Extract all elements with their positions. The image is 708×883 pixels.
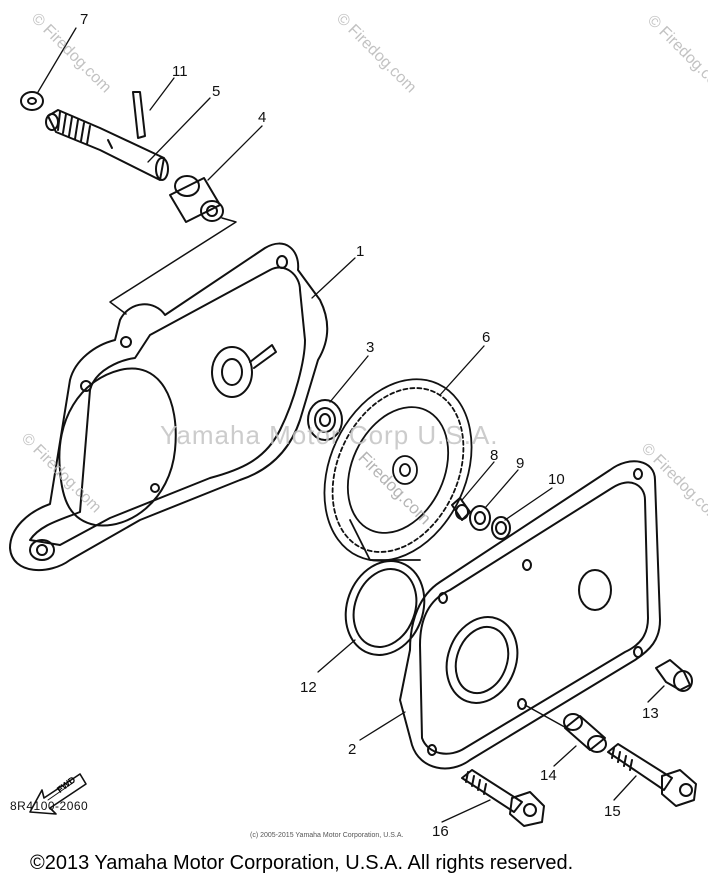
part-9-washer	[469, 505, 491, 531]
part-13-bolt	[655, 659, 693, 692]
label-part-8: 8	[490, 447, 499, 464]
part-11-pin	[132, 91, 146, 139]
part-14-dowel	[563, 713, 607, 753]
label-part-10: 10	[548, 471, 565, 488]
small-credit: (c) 2005-2015 Yamaha Motor Corporation, …	[250, 832, 404, 839]
label-part-15: 15	[604, 803, 621, 820]
leader-lines	[37, 27, 665, 823]
part-2-cover	[399, 460, 661, 770]
part-12-o-ring	[344, 560, 426, 656]
diagram-part-code: 8R4100-2060	[10, 799, 89, 813]
part-7-washer	[20, 91, 44, 111]
label-part-11: 11	[172, 63, 188, 80]
part-10-circlip	[491, 516, 511, 540]
label-part-14: 14	[540, 767, 557, 784]
part-4-collar	[169, 175, 224, 223]
label-part-16: 16	[432, 823, 449, 840]
label-part-2: 2	[348, 741, 357, 758]
label-part-5: 5	[212, 83, 221, 100]
part-3-seal	[307, 399, 343, 441]
label-part-7: 7	[80, 11, 89, 28]
fwd-arrow-icon	[29, 773, 87, 815]
label-part-12: 12	[300, 679, 317, 696]
part-16-bolt	[461, 769, 545, 827]
part-5-shaft	[45, 109, 169, 181]
part-1-cover	[9, 242, 329, 572]
label-part-9: 9	[516, 455, 525, 472]
watermark-center: Yamaha Motor Corp U.S.A.	[160, 420, 499, 450]
part-6-gear	[323, 378, 473, 562]
label-part-4: 4	[258, 109, 267, 126]
label-part-6: 6	[482, 329, 491, 346]
label-part-13: 13	[642, 705, 659, 722]
label-part-1: 1	[356, 243, 365, 260]
copyright-notice: ©2013 Yamaha Motor Corporation, U.S.A. A…	[30, 852, 574, 874]
part-8-bushing	[451, 497, 471, 521]
part-15-bolt	[607, 743, 697, 807]
label-part-3: 3	[366, 339, 375, 356]
